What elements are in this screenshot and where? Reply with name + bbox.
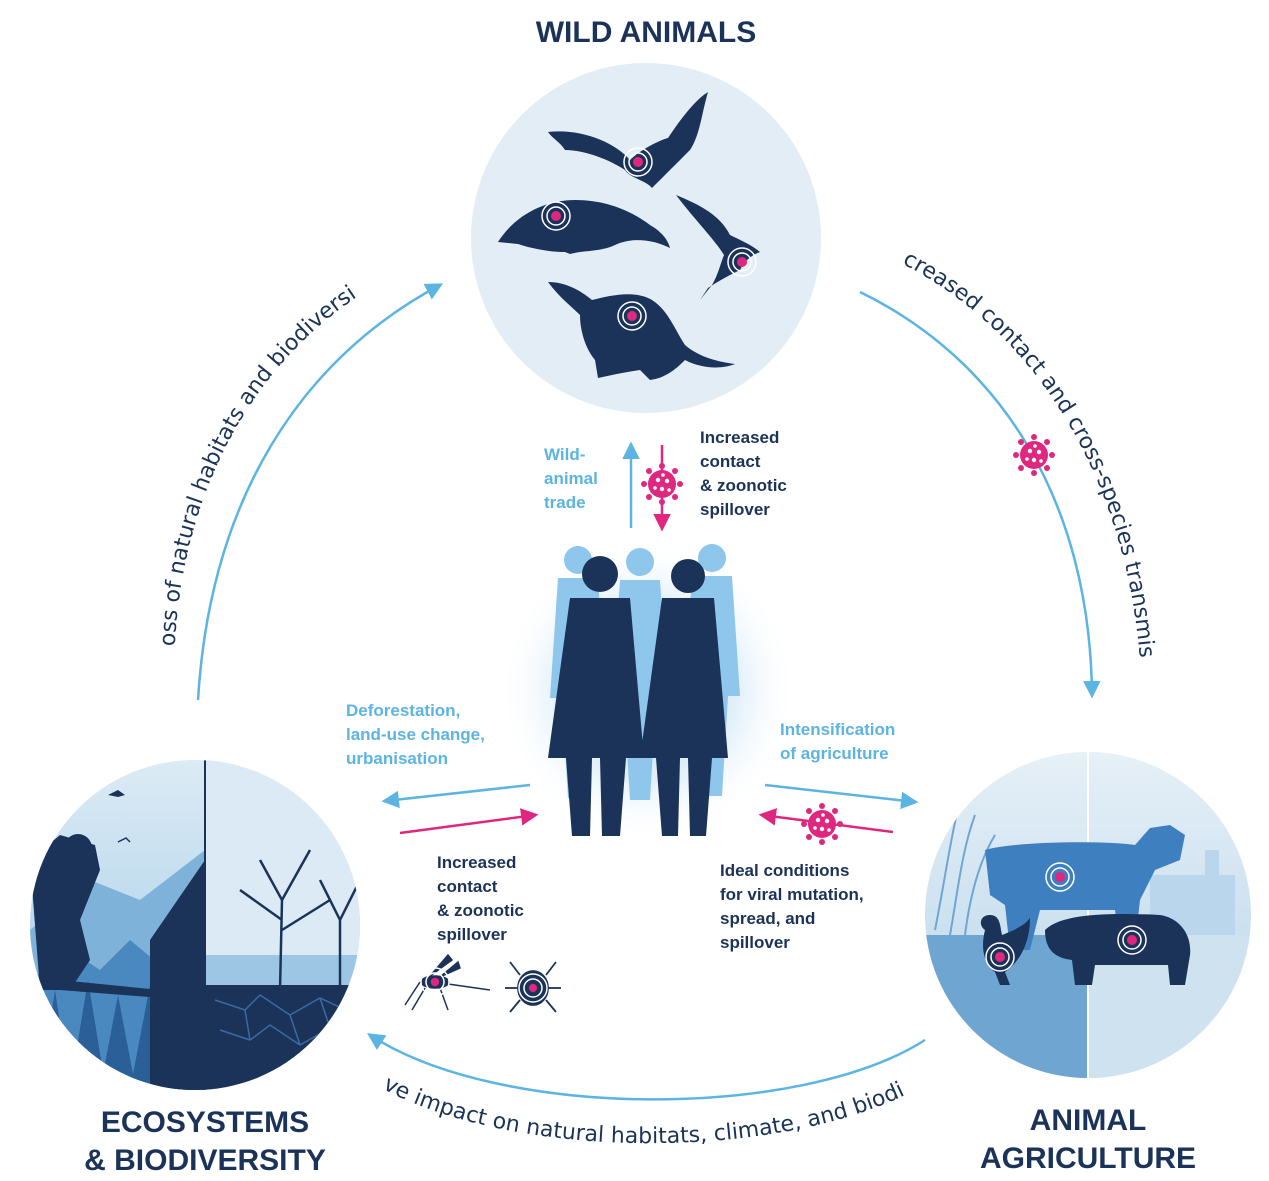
zoonotic-top-label: Increased contact & zoonotic spillover [700, 428, 792, 519]
arc-left-label: Loss of natural habitats and biodiversit… [0, 0, 361, 647]
pig-icon [1045, 913, 1191, 985]
deforestation-label: Deforestation, land-use change, urbanisa… [346, 701, 490, 768]
wild-trade-label: Wild- animal trade [544, 445, 603, 512]
pangolin-icon [498, 200, 670, 254]
ideal-conditions-label: Ideal conditions for viral mutation, spr… [720, 861, 868, 952]
node-title-ecosystems-2: & BIODIVERSITY [84, 1144, 326, 1177]
intensification-label: Intensification of agriculture [780, 720, 900, 763]
bird-icon [676, 195, 760, 300]
arc-bottom-arrow [367, 1033, 926, 1101]
logger-silhouette [30, 835, 100, 990]
node-title-agriculture-2: AGRICULTURE [980, 1142, 1196, 1175]
arc-left-arrow [196, 283, 444, 701]
agriculture-node [925, 752, 1251, 1078]
virus-icon [1013, 434, 1055, 476]
human-figures-icon [498, 540, 798, 840]
bat-icon [548, 92, 708, 188]
bird-icon [108, 790, 125, 797]
node-title-agriculture-1: ANIMAL [1030, 1104, 1147, 1137]
spillover-left-arrow [399, 808, 539, 835]
ecosystems-node [30, 760, 360, 1090]
arc-right-arrow [859, 290, 1101, 699]
wild-animals-node [471, 63, 821, 413]
deforestation-arrow [381, 783, 531, 809]
intensification-arrow [764, 783, 919, 810]
mosquito-icon [404, 953, 491, 1011]
node-title-wild-animals: WILD ANIMALS [536, 16, 757, 49]
zoonotic-left-label: Increased contact & zoonotic spillover [437, 853, 529, 944]
civet-icon [548, 282, 735, 380]
node-title-ecosystems-1: ECOSYSTEMS [101, 1106, 309, 1139]
tick-icon [505, 961, 561, 1013]
bare-tree [239, 849, 360, 991]
